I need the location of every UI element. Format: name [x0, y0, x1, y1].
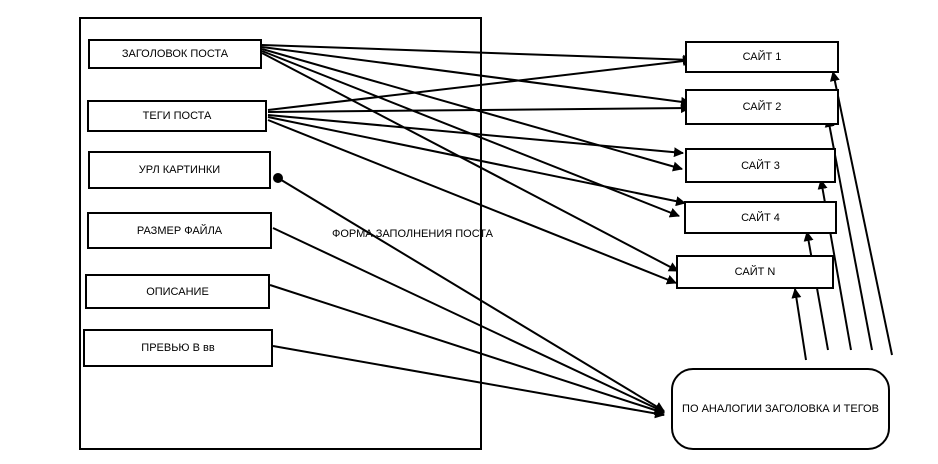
arrow-title-to-site2: [261, 46, 691, 107]
site-1-box: САЙТ 1: [685, 41, 839, 73]
arrow-tags-to-site2: [267, 103, 691, 114]
field-preview: ПРЕВЬЮ В вв: [83, 329, 273, 367]
arrow-title-to-site1: [261, 44, 693, 65]
arrow-note-to-site1: [829, 71, 893, 356]
field-file-size: РАЗМЕР ФАЙЛА: [87, 212, 272, 249]
arrow-title-to-site3: [261, 48, 683, 172]
arrow-note-to-site4: [803, 231, 829, 351]
field-description: ОПИСАНИЕ: [85, 274, 270, 309]
field-post-title: ЗАГОЛОВОК ПОСТА: [88, 39, 262, 69]
arrow-title-to-siteN: [261, 52, 679, 272]
analogy-note-box: ПО АНАЛОГИИ ЗАГОЛОВКА И ТЕГОВ: [671, 368, 890, 450]
connector-start-dot: [273, 173, 283, 183]
arrow-tags-to-site3: [267, 114, 684, 158]
arrow-file_size-to-note: [272, 227, 665, 413]
arrow-tags-to-siteN: [267, 119, 677, 285]
arrow-note-to-siteN: [791, 288, 807, 361]
post-form-title: ФОРМА ЗАПОЛНЕНИЯ ПОСТА: [332, 228, 493, 240]
post-form-frame: [79, 17, 482, 450]
site-4-box: САЙТ 4: [684, 201, 837, 234]
site-3-box: САЙТ 3: [685, 148, 836, 183]
field-image-url: УРЛ КАРТИНКИ: [88, 151, 271, 189]
site-2-box: САЙТ 2: [685, 89, 839, 125]
arrow-preview-to-note: [272, 345, 665, 419]
arrow-tags-to-site4: [267, 116, 686, 207]
field-post-tags: ТЕГИ ПОСТА: [87, 100, 267, 132]
arrow-image_url-to-note: [277, 177, 665, 412]
site-n-box: САЙТ N: [676, 255, 834, 289]
arrow-description-to-note: [269, 284, 665, 415]
